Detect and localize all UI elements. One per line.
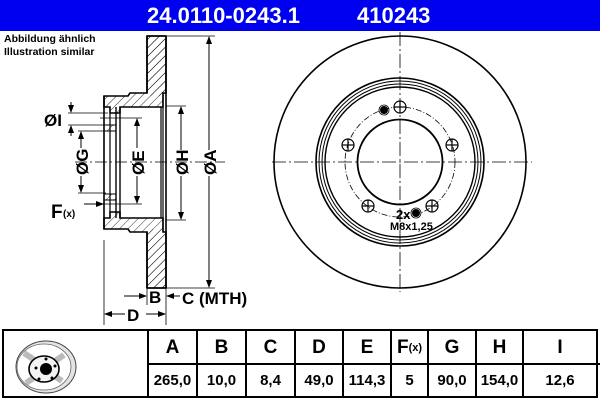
brake-disc-thumbnail-icon: [15, 340, 77, 394]
short-number: 410243: [357, 3, 431, 28]
value-b: 10,0: [206, 371, 237, 389]
label-dia-h: ØH: [173, 150, 192, 176]
value-f: 5: [405, 371, 414, 389]
divider: [475, 331, 477, 396]
col-header-h: H: [492, 336, 507, 358]
divider: [294, 331, 296, 396]
col-header-a: A: [165, 336, 180, 358]
value-c: 8,4: [260, 371, 281, 389]
col-header-d: D: [312, 336, 326, 358]
label-f: F: [51, 202, 63, 223]
threaded-hole: [412, 209, 420, 217]
front-view: [272, 32, 532, 292]
divider: [427, 331, 429, 396]
label-d: D: [127, 306, 139, 325]
value-e: 114,3: [348, 371, 386, 389]
col-header-f-label: F: [396, 336, 409, 358]
label-dia-a: ØA: [201, 150, 220, 176]
bolt-hole: [341, 138, 355, 152]
value-d: 49,0: [304, 371, 334, 389]
label-dia-g: ØG: [73, 149, 92, 175]
col-header-b: B: [214, 336, 229, 358]
col-header-c: C: [263, 336, 278, 358]
divider: [390, 331, 392, 396]
label-f-sub: (x): [63, 209, 75, 220]
bolt-hole: [445, 138, 459, 152]
header-bar: 24.0110-0243.1 410243: [0, 0, 600, 31]
label-dia-i: ØI: [44, 111, 62, 130]
col-header-f-sub: (x): [408, 341, 423, 354]
col-header-e: E: [360, 336, 374, 358]
value-i: 12,6: [545, 371, 575, 389]
value-a: 265,0: [153, 371, 192, 389]
divider: [342, 331, 344, 396]
col-header-i: I: [557, 336, 563, 358]
col-header-g: G: [444, 336, 460, 358]
thread-spec: M8x1,25: [390, 221, 433, 233]
divider: [522, 331, 524, 396]
label-c: C (MTH): [182, 289, 247, 308]
bolt-hole: [393, 100, 407, 114]
bolt-hole: [425, 199, 439, 213]
divider: [149, 363, 600, 365]
part-number: 24.0110-0243.1: [147, 3, 300, 28]
note-english: Illustration similar: [4, 46, 95, 58]
threaded-hole: [380, 106, 388, 114]
spec-table: A B C D E F(x) G H I 265,0 10,0 8,4 49,0…: [2, 329, 600, 398]
divider: [245, 331, 247, 396]
section-view: [68, 35, 225, 325]
note-german: Abbildung ähnlich: [4, 33, 96, 45]
label-dia-e: ØE: [129, 150, 148, 175]
thread-count: 2x: [396, 207, 411, 222]
value-g: 90,0: [437, 371, 467, 389]
col-header-f: F(x): [392, 331, 427, 364]
divider: [196, 331, 198, 396]
technical-drawing: ØI ØG ØE ØH ØA F (x) B C (MTH) D: [44, 32, 532, 325]
divider: [147, 331, 149, 396]
value-h: 154,0: [480, 371, 519, 389]
illustration-note: Abbildung ähnlich Illustration similar: [4, 33, 96, 59]
label-b: B: [149, 288, 161, 307]
bolt-hole: [361, 199, 375, 213]
